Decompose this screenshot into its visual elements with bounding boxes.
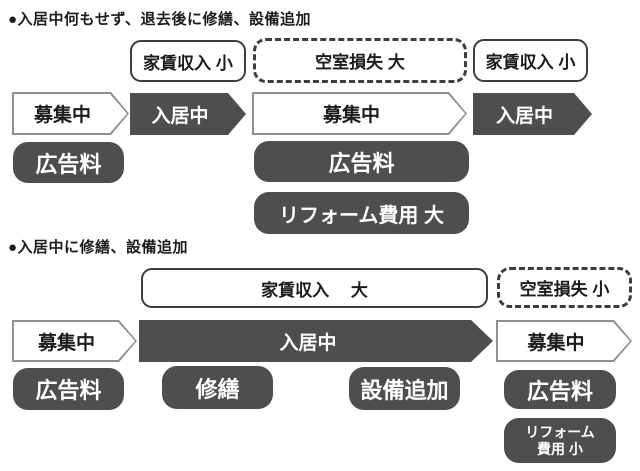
cost-pill-equipment: 設備追加 [349,367,460,410]
phase-arrow-recruiting: 募集中 [252,92,467,135]
cost-pill-advertising: 広告料 [504,370,616,409]
phase-arrow-occupied: 入居中 [130,93,246,135]
phase-arrow-recruiting: 募集中 [12,92,129,135]
cost-pill-repair: 修繕 [162,366,273,409]
arrow-shape [139,320,493,362]
cost-pill-reform-small: リフォーム 費用 小 [504,418,616,463]
arrow-shape [252,92,467,135]
phase-arrow-occupied: 入居中 [139,320,493,362]
pill-line: リフォーム [525,423,595,440]
arrow-shape [12,320,137,362]
rent-income-box: 家賃収入 大 [141,268,488,308]
rent-income-box: 家賃収入 小 [473,39,588,82]
arrow-shape [473,93,592,135]
cost-pill-advertising: 広告料 [254,141,469,182]
phase-label: 募集中 [527,332,585,354]
cost-pill-advertising: 広告料 [13,368,124,410]
cost-pill-reform-large: リフォーム費用 大 [254,192,469,234]
phase-label: 入居中 [495,105,553,127]
phase-label: 募集中 [33,105,91,126]
phase-label: 入居中 [279,332,337,354]
phase-label: 募集中 [322,105,380,126]
arrow-shape [12,92,129,135]
phase-label: 募集中 [37,332,95,354]
vacancy-loss-box: 空室損失 大 [253,38,467,83]
section1-title: ●入居中何もせず、退去後に修繕、設備追加 [8,11,312,28]
pill-line: 費用 小 [537,440,583,457]
vacancy-loss-box: 空室損失 小 [497,267,632,308]
phase-arrow-occupied: 入居中 [473,93,592,135]
phase-arrow-recruiting: 募集中 [12,320,137,362]
phase-label: 入居中 [151,105,209,127]
arrow-shape [496,320,632,362]
rent-income-box: 家賃収入 小 [130,40,246,82]
cost-pill-advertising: 広告料 [13,142,124,183]
phase-arrow-recruiting: 募集中 [496,320,632,362]
section2-title: ●入居中に修繕、設備追加 [8,239,189,256]
arrow-shape [130,93,246,135]
